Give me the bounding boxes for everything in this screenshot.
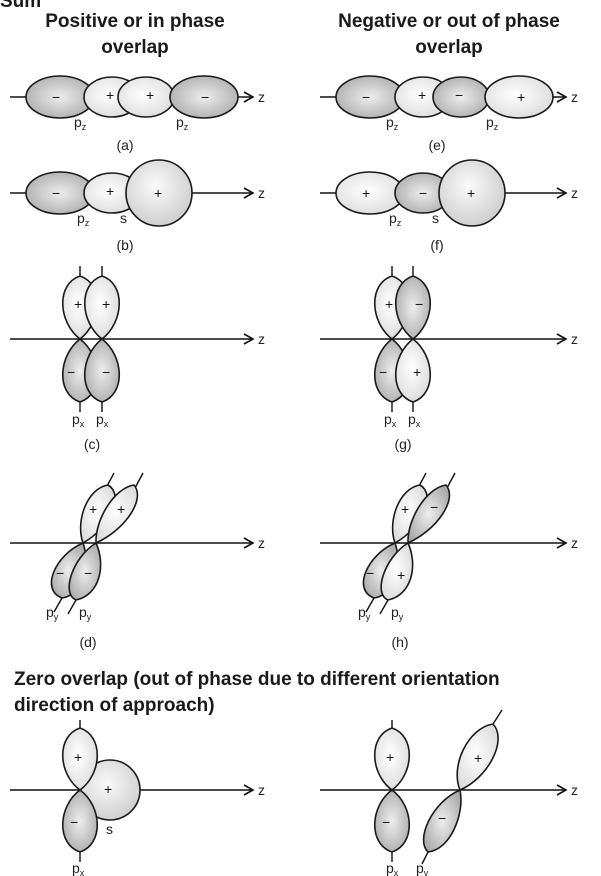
panel-c-diagram: z + + − − px px (c): [10, 266, 265, 452]
svg-text:−: −: [362, 89, 370, 105]
svg-text:+: +: [104, 781, 112, 797]
svg-text:+: +: [418, 87, 426, 103]
svg-text:px: px: [408, 411, 421, 429]
svg-text:py: py: [358, 604, 371, 622]
svg-text:z: z: [258, 535, 265, 551]
panel-h-label: (h): [391, 634, 408, 650]
svg-text:px: px: [386, 860, 399, 876]
svg-text:−: −: [52, 89, 60, 105]
panel-e-label: (e): [428, 137, 445, 153]
heading-zero-line1: Zero overlap (out of phase due to differ…: [14, 669, 500, 690]
svg-text:z: z: [571, 782, 578, 798]
svg-text:+: +: [413, 364, 421, 380]
svg-text:+: +: [385, 296, 393, 312]
svg-text:−: −: [70, 814, 78, 830]
zero-overlap-px-py-diagram: z + − + − px py: [320, 709, 578, 876]
svg-text:pz: pz: [386, 114, 399, 132]
panel-e-diagram: z − + − + pz pz (e): [320, 75, 578, 153]
svg-text:+: +: [89, 501, 97, 517]
svg-text:+: +: [74, 296, 82, 312]
svg-text:−: −: [379, 364, 387, 380]
svg-text:z: z: [571, 535, 578, 551]
svg-text:−: −: [52, 185, 60, 201]
svg-text:py: py: [46, 604, 59, 622]
svg-text:−: −: [67, 364, 75, 380]
svg-text:z: z: [258, 185, 265, 201]
heading-negative-line2: overlap: [415, 37, 483, 58]
svg-text:−: −: [438, 810, 446, 826]
svg-text:+: +: [154, 185, 162, 201]
svg-text:+: +: [362, 185, 370, 201]
heading-positive-line2: overlap: [101, 37, 169, 58]
svg-text:−: −: [366, 565, 374, 581]
svg-text:+: +: [146, 87, 154, 103]
zero-overlap-px-s-diagram: z + + − s px: [10, 720, 265, 876]
svg-text:−: −: [455, 87, 463, 103]
svg-text:+: +: [106, 183, 114, 199]
svg-text:px: px: [72, 411, 85, 429]
panel-f-diagram: z + − + pz s (f): [320, 159, 578, 253]
svg-text:pz: pz: [77, 210, 90, 228]
svg-text:−: −: [201, 89, 209, 105]
svg-text:pz: pz: [389, 210, 402, 228]
svg-text:s: s: [106, 821, 113, 837]
panel-f-label: (f): [430, 237, 443, 253]
svg-text:−: −: [84, 565, 92, 581]
svg-text:+: +: [386, 749, 394, 765]
svg-text:+: +: [117, 501, 125, 517]
svg-text:z: z: [571, 185, 578, 201]
svg-text:+: +: [102, 296, 110, 312]
svg-text:z: z: [258, 331, 265, 347]
svg-text:pz: pz: [486, 114, 499, 132]
svg-text:py: py: [79, 604, 92, 622]
svg-text:px: px: [384, 411, 397, 429]
panel-a-label: (a): [116, 137, 133, 153]
svg-text:s: s: [432, 210, 439, 226]
panel-b-label: (b): [116, 237, 133, 253]
svg-text:py: py: [391, 604, 404, 622]
orbital-label-pz: pz: [176, 114, 189, 132]
svg-text:z: z: [571, 331, 578, 347]
svg-text:+: +: [467, 185, 475, 201]
svg-text:py: py: [416, 860, 429, 876]
heading-zero-line2: direction of approach): [14, 695, 215, 716]
orbital-label-pz: pz: [74, 114, 87, 132]
panel-a-diagram: z − + + − pz pz (a): [10, 75, 265, 153]
svg-text:s: s: [120, 210, 127, 226]
panel-d-label: (d): [79, 634, 96, 650]
heading-negative-line1: Negative or out of phase: [338, 11, 560, 32]
svg-text:+: +: [401, 501, 409, 517]
svg-text:+: +: [517, 89, 525, 105]
svg-text:px: px: [96, 411, 109, 429]
panel-c-label: (c): [84, 436, 100, 452]
panel-g-diagram: z + − − + px px (g): [320, 266, 578, 452]
heading-positive-line1: Positive or in phase: [45, 11, 225, 32]
svg-text:+: +: [106, 87, 114, 103]
svg-text:+: +: [74, 749, 82, 765]
svg-text:−: −: [102, 364, 110, 380]
axis-z-label: z: [258, 89, 265, 105]
svg-text:−: −: [382, 814, 390, 830]
svg-text:−: −: [56, 565, 64, 581]
svg-text:+: +: [397, 567, 405, 583]
panel-b-diagram: z − + + pz s (b): [10, 159, 265, 253]
panel-g-label: (g): [394, 436, 411, 452]
panel-d-diagram: z + + − − py py (d): [10, 472, 265, 650]
svg-text:−: −: [419, 185, 427, 201]
svg-text:z: z: [571, 89, 578, 105]
svg-text:−: −: [430, 499, 438, 515]
svg-text:+: +: [474, 750, 482, 766]
svg-text:z: z: [258, 782, 265, 798]
panel-h-diagram: z + − − + py py (h): [320, 472, 578, 650]
svg-text:−: −: [415, 296, 423, 312]
top-fragment-text: Sum: [0, 0, 41, 12]
svg-text:px: px: [72, 860, 85, 876]
